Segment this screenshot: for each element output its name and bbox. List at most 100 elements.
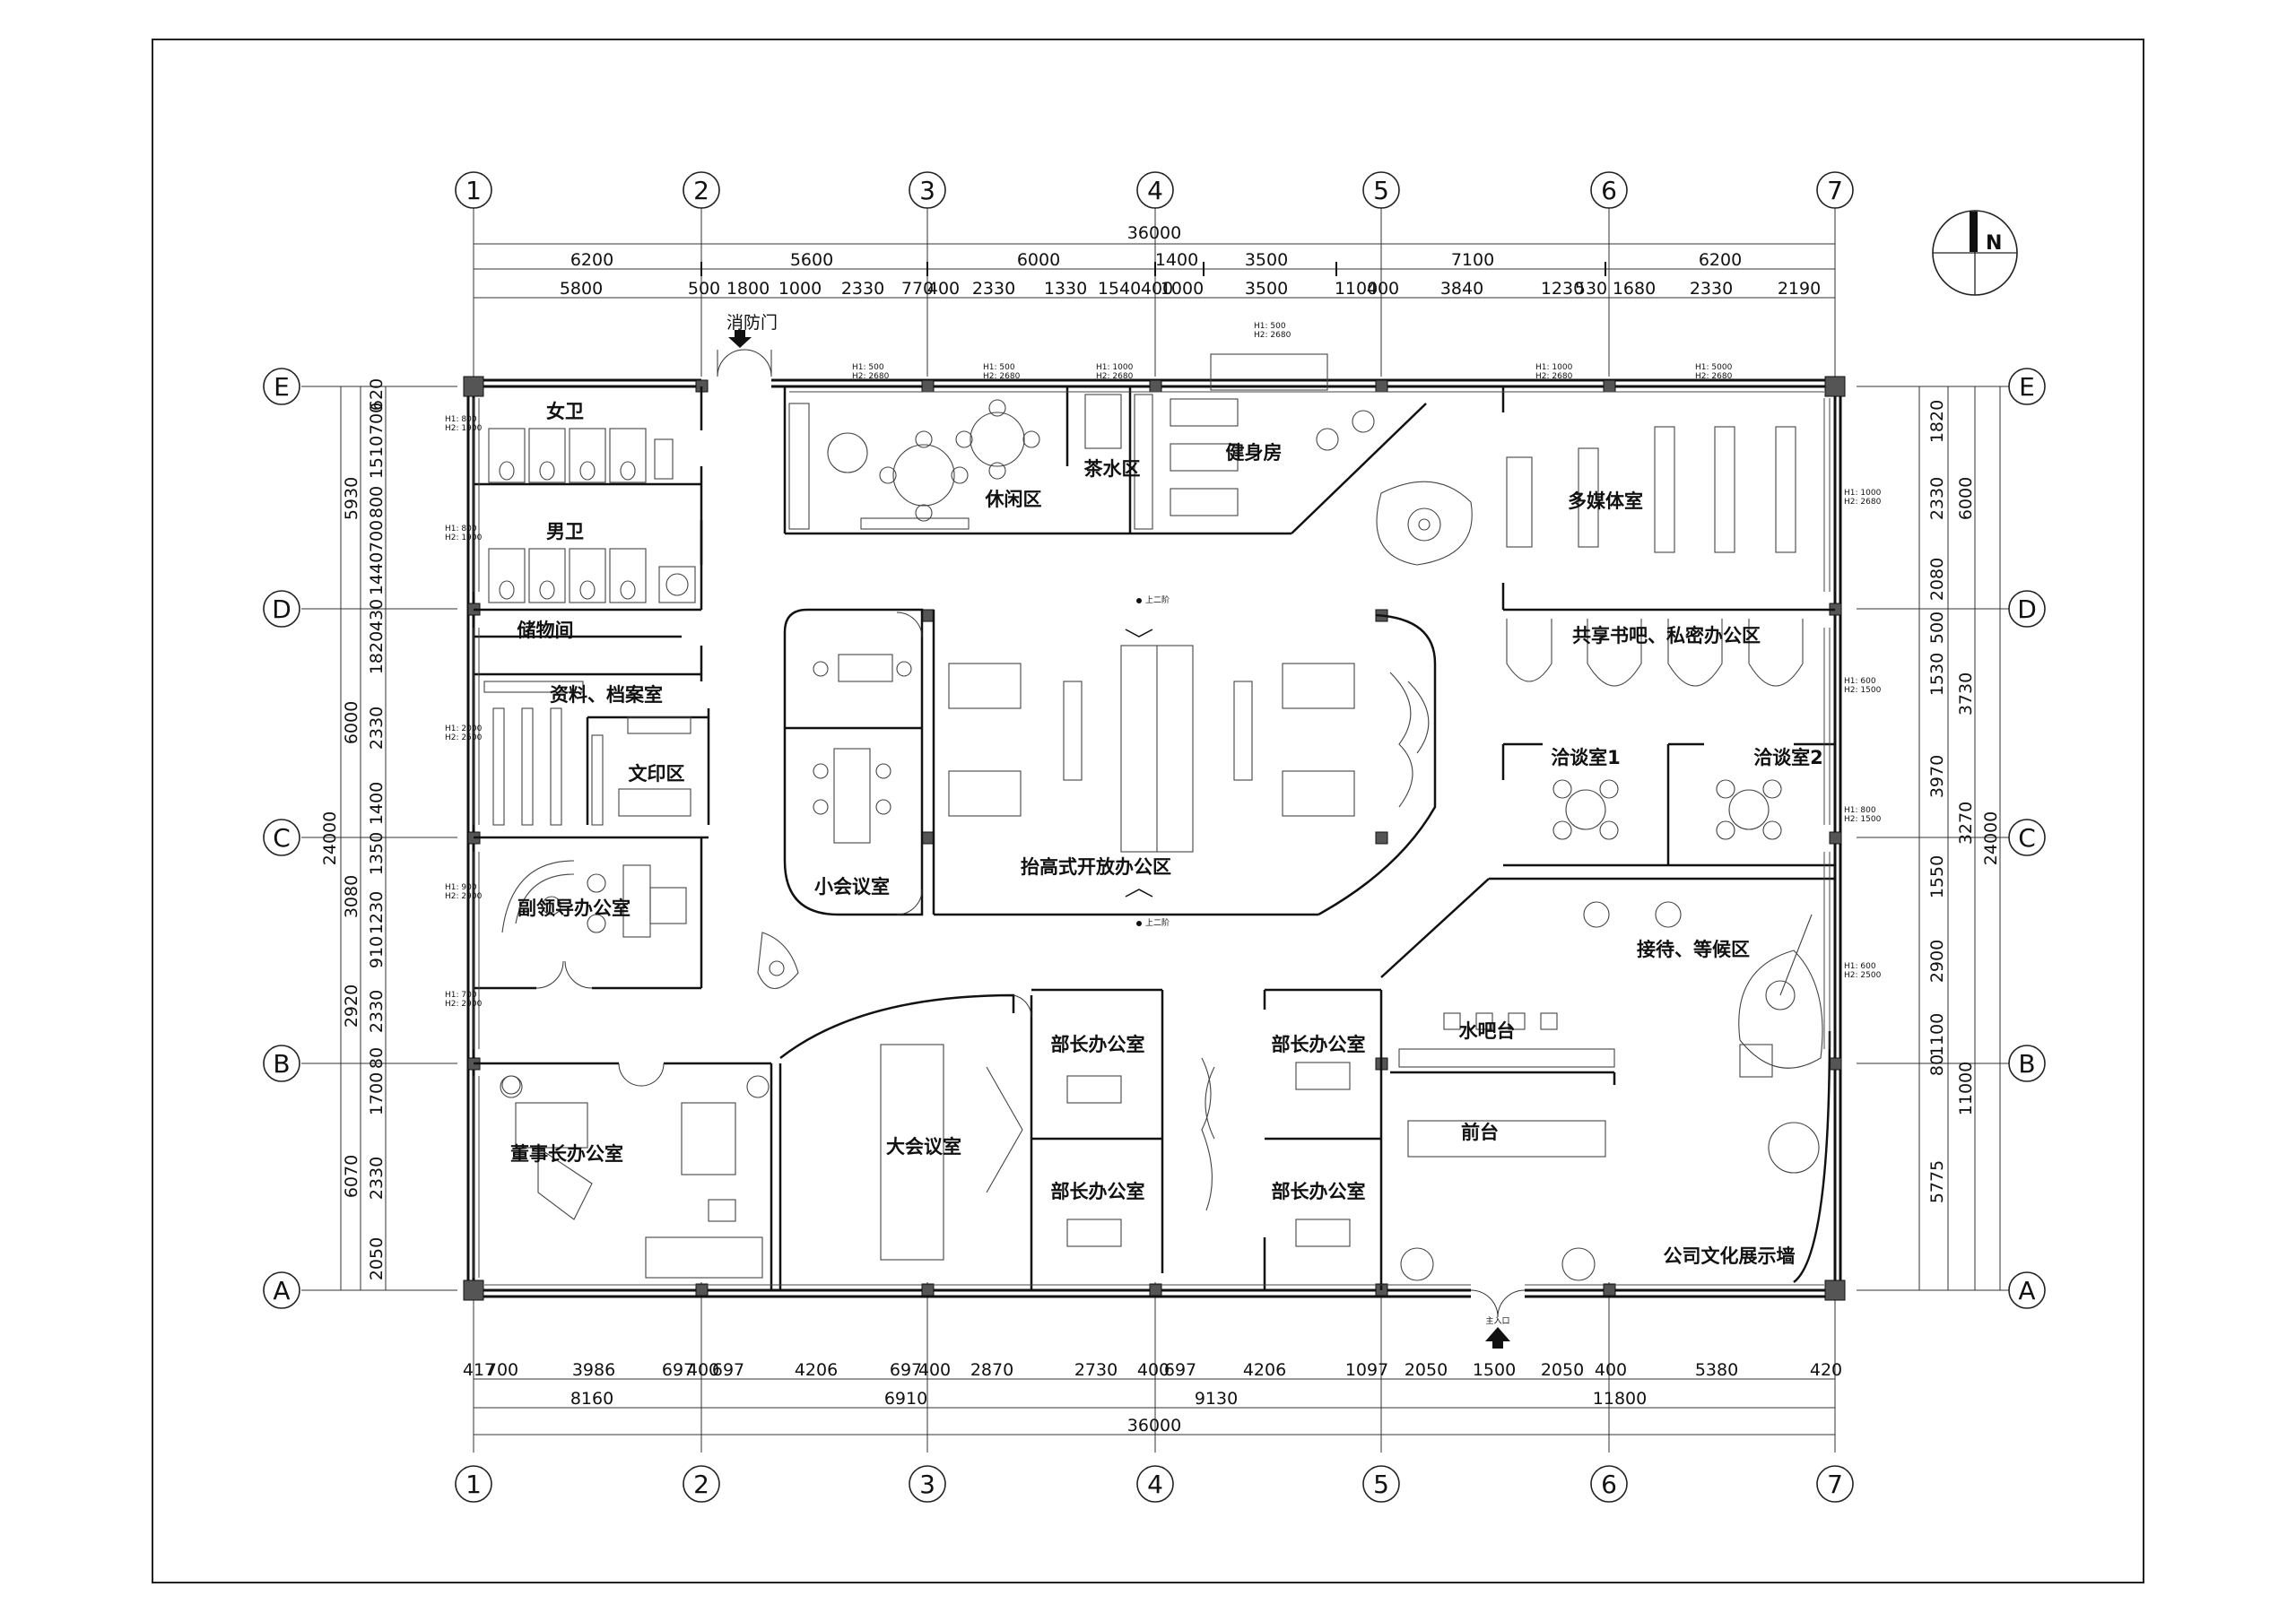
axis-bubbles-bottom: 1 2 3 4 5 6 7 [455,1465,1854,1503]
dim-left-row2-item: 2330 [367,1157,387,1200]
dim-right-row2-item: 2330 [1927,477,1947,520]
svg-text:H2: 2680: H2: 2680 [1695,372,1733,381]
dim-top-row2-item: 500 [688,279,720,299]
dim-top-total: 36000 [1127,223,1181,243]
label-womens-wc: 女卫 [546,401,584,422]
chairman-office-furniture [500,1075,770,1279]
svg-text:H1: 600: H1: 600 [1844,677,1876,686]
entry-plants [501,1075,1596,1281]
label-manager-office-3: 部长办公室 [1272,1034,1366,1055]
svg-text:H1: 900: H1: 900 [445,883,477,892]
dim-top-row1-item: 3500 [1245,250,1288,270]
dim-bottom-row1-item: 417 [463,1360,495,1380]
dim-right-row1-item: 11000 [1956,1062,1976,1115]
label-manager-office-4: 部长办公室 [1272,1181,1366,1202]
furniture [483,353,1823,1281]
dim-bottom-row1-item: 2870 [970,1360,1013,1380]
axis-label-bottom-1: 1 [465,1470,482,1499]
dim-right-row1-item: 3730 [1956,672,1976,716]
plant-column [1201,1057,1215,1211]
axis-label-bottom-4: 4 [1147,1470,1163,1499]
toilet-stalls-men [488,548,696,603]
axis-label-top-1: 1 [465,176,482,205]
dim-left-row2: 620 700 1510 800 700 1440 430 1820 2330 … [367,378,387,1280]
label-gym: 健身房 [1226,442,1283,464]
dim-top-row1: 6200 5600 6000 1400 3500 7100 6200 [570,250,1742,270]
label-deputy-office: 副领导办公室 [517,898,631,919]
axis-grid [301,208,2009,1453]
label-small-meeting: 小会议室 [814,876,890,898]
dim-bottom-row1-item: 697 [1164,1360,1196,1380]
fire-door-arrow-icon [728,330,752,348]
archive-shelves [483,681,691,826]
dim-left-row2-item: 910 [367,936,387,968]
sculpture-triangle [1376,481,1473,566]
negotiation-tables [1552,779,1782,840]
dim-bottom-row2-item: 11800 [1593,1389,1647,1409]
sheet-border [152,39,2144,1583]
dim-right-row1: 6000 3730 3270 11000 [1956,477,1976,1115]
gym-equipment [1170,353,1375,516]
dim-top-row2-item: 2330 [972,279,1015,299]
toilet-stalls-women [488,428,674,483]
axis-label-right-B: B [2018,1049,2035,1079]
axis-label-left-E: E [274,372,290,402]
axis-label-right-E: E [2019,372,2035,402]
dim-top-row2-item: 400 [927,279,960,299]
axis-label-bottom-3: 3 [919,1470,935,1499]
svg-text:H1: 600: H1: 600 [1844,962,1876,971]
dim-right-row2-item: 500 [1927,612,1947,644]
axis-label-right-C: C [2018,823,2036,853]
svg-text:H2: 2500: H2: 2500 [445,733,483,742]
dim-left-row2-item: 80 [367,1047,387,1069]
open-office-desks [948,645,1355,853]
multimedia-furniture [1506,426,1796,553]
label-archive: 资料、档案室 [550,684,663,706]
dim-top-row2-item: 1330 [1044,279,1087,299]
svg-text:H2: 2680: H2: 2680 [983,372,1021,381]
dim-left-row2-item: 1230 [367,891,387,934]
dim-right-row2-item: 1100 [1927,1013,1947,1056]
dim-bottom-row2: 8160 6910 9130 11800 [570,1389,1647,1409]
label-mens-wc: 男卫 [546,521,584,542]
main-entry-arrow-icon [1485,1327,1510,1349]
dim-bottom-row1-item: 400 [1137,1360,1170,1380]
manager-desks [1066,1062,1351,1247]
svg-text:H1: 5000: H1: 5000 [1695,363,1733,372]
step-note-bottom: 上二阶 [1145,917,1170,928]
dim-right-total: 24000 [1981,811,2001,865]
svg-text:H1: 2000: H1: 2000 [445,724,483,733]
svg-text:H2: 1900: H2: 1900 [445,424,483,433]
north-arrow-icon: N [1932,210,2018,296]
svg-text:H2: 2900: H2: 2900 [445,1000,483,1009]
svg-text:H1: 1000: H1: 1000 [1844,489,1882,498]
svg-text:H2: 2680: H2: 2680 [1254,331,1292,340]
dim-right-row2-item: 1530 [1927,653,1947,696]
dim-top-row2-item: 1000 [1161,279,1204,299]
svg-text:H1: 1000: H1: 1000 [1535,363,1573,372]
tea-bar [1084,394,1153,530]
room-labels: 消防门 女卫 男卫 储物间 资料、档案室 文印区 副领导办公室 董事长办公室 休… [510,313,1823,1326]
dim-top-row2-item: 530 [1575,279,1607,299]
dim-top-row1-item: 5600 [790,250,833,270]
dim-top-row2-item: 5800 [560,279,603,299]
dim-left-row2-item: 2330 [367,707,387,750]
svg-text:H1: 500: H1: 500 [983,363,1015,372]
dim-left-row2-item: 1440 [367,552,387,595]
dim-left-row2-item: 1700 [367,1072,387,1115]
dim-top-row1-item: 6200 [1699,250,1742,270]
label-big-meeting: 大会议室 [886,1136,961,1158]
dim-top-row1-item: 1400 [1155,250,1198,270]
step-markers: 上二阶 上二阶 [1125,594,1170,928]
dim-left-row2-item: 1510 [367,436,387,479]
svg-text:H2: 2900: H2: 2900 [445,892,483,901]
dim-top-row2-item: 2330 [1690,279,1733,299]
dim-top-row2-item: 2190 [1778,279,1821,299]
svg-text:H2: 2680: H2: 2680 [1844,498,1882,507]
label-nego1: 洽谈室1 [1551,747,1621,768]
label-front-desk: 前台 [1461,1122,1499,1143]
dimension-lines [340,243,2001,1436]
label-manager-office-1: 部长办公室 [1051,1034,1145,1055]
